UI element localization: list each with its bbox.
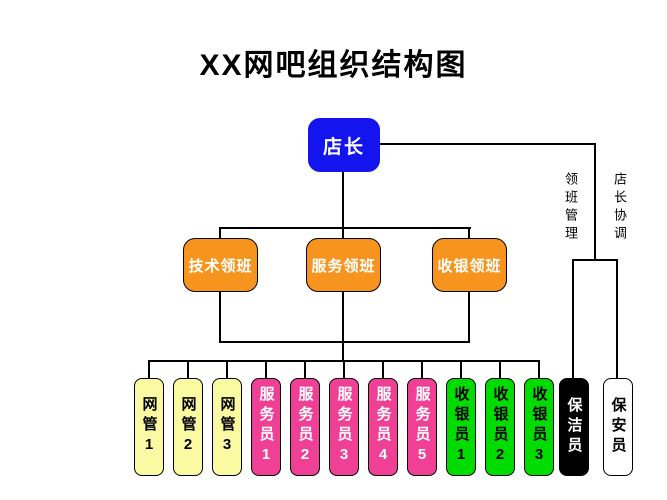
node-netadmin-1: 网管1 (134, 378, 164, 476)
node-cashier-1: 收银员1 (446, 378, 476, 476)
page-title: XX网吧组织结构图 (199, 49, 468, 82)
node-waiter-1: 服务员1 (251, 378, 281, 476)
connector-line (378, 143, 596, 145)
connector-line (572, 259, 618, 261)
node-foreman-service: 服务领班 (306, 238, 381, 292)
connector-line (421, 360, 423, 378)
connector-line (382, 360, 384, 378)
node-foreman-cashier: 收银领班 (432, 238, 507, 292)
node-waiter-4: 服务员4 (368, 378, 398, 476)
connector-line (342, 172, 344, 238)
connector-line (187, 360, 189, 378)
connector-line (219, 227, 471, 229)
node-waiter-2: 服务员2 (290, 378, 320, 476)
connector-line (304, 360, 306, 378)
connector-line (460, 360, 462, 378)
connector-line (219, 227, 221, 238)
connector-line (342, 292, 344, 362)
connector-line (468, 227, 470, 238)
node-cleaner: 保洁员 (559, 378, 589, 476)
connector-line (226, 360, 228, 378)
node-security-guard: 保安员 (603, 378, 633, 476)
connector-line (148, 360, 150, 378)
connector-line (499, 360, 501, 378)
node-netadmin-3: 网管3 (212, 378, 242, 476)
connector-line (616, 259, 618, 378)
connector-line (468, 292, 470, 343)
connector-line (538, 360, 540, 378)
connector-line (219, 341, 470, 343)
node-cashier-3: 收银员3 (524, 378, 554, 476)
connector-line (265, 360, 267, 378)
connector-line (572, 259, 574, 378)
connector-line (594, 143, 596, 261)
node-waiter-3: 服务员3 (329, 378, 359, 476)
node-waiter-5: 服务员5 (407, 378, 437, 476)
connector-line (219, 292, 221, 343)
node-cashier-2: 收银员2 (485, 378, 515, 476)
node-foreman-tech: 技术领班 (183, 238, 258, 292)
node-netadmin-2: 网管2 (173, 378, 203, 476)
connector-line (343, 360, 345, 378)
annotation-foreman-management: 领班管理 (563, 172, 578, 244)
node-store-manager: 店长 (308, 118, 380, 172)
annotation-manager-coordination: 店长协调 (612, 172, 627, 244)
